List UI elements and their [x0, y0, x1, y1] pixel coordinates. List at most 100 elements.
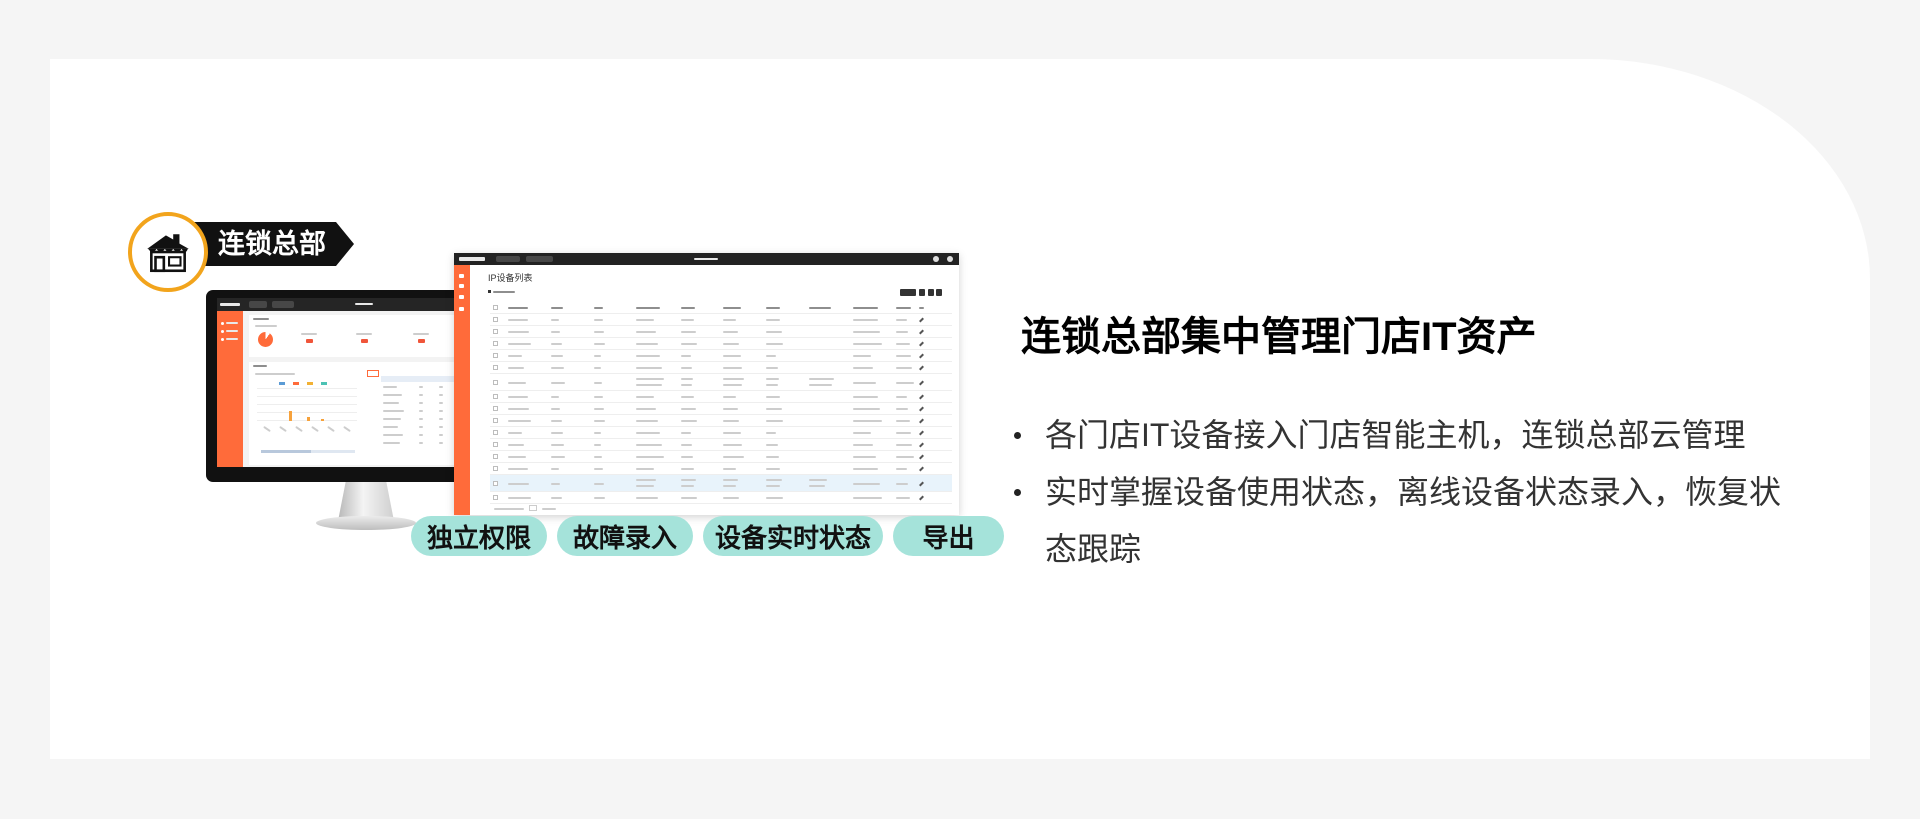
row-checkbox [493, 406, 498, 411]
cell-text [594, 396, 603, 398]
cell-text [551, 331, 560, 333]
cell-text [636, 331, 656, 333]
column-header [594, 307, 603, 309]
cell-text [551, 468, 559, 470]
filter-marker [488, 290, 491, 293]
column-header [809, 307, 831, 309]
edit-icon [919, 442, 924, 448]
cell-text [383, 442, 400, 444]
cell-text [853, 420, 882, 422]
cell-text [508, 408, 529, 410]
axis-label [279, 425, 287, 433]
cell-text [853, 319, 878, 321]
cell-text [594, 343, 605, 345]
edit-icon [919, 353, 924, 359]
cell-text [508, 343, 531, 345]
cell-text [594, 331, 604, 333]
cell-text [551, 367, 564, 369]
screenshot-content [243, 311, 462, 467]
toolbar-button [936, 289, 942, 296]
edit-icon [919, 466, 924, 472]
feature-tags: 独立权限 故障录入 设备实时状态 导出 [411, 516, 1004, 556]
table-header-row [381, 376, 457, 382]
row-checkbox [493, 394, 498, 399]
cell-text [853, 382, 876, 384]
row-checkbox [493, 329, 498, 334]
row-checkbox [493, 341, 498, 346]
user-icon [947, 256, 953, 262]
cell-text [508, 468, 528, 470]
cell-text [439, 386, 443, 388]
cell-text [439, 442, 443, 444]
screenshot-topbar [217, 298, 462, 311]
table-row [490, 492, 952, 504]
cell-text [766, 479, 782, 481]
cell-text [636, 432, 660, 434]
badge-label: 连锁总部 [218, 229, 326, 259]
cell-text [896, 497, 910, 499]
cell-text [809, 479, 827, 481]
cell-text [896, 343, 910, 345]
column-header [723, 307, 741, 309]
edit-icon [919, 329, 924, 335]
topbar-title [694, 258, 718, 260]
cell-text [551, 420, 562, 422]
toolbar-button [919, 289, 925, 296]
stat-label [356, 333, 372, 335]
cell-text [723, 497, 739, 499]
cell-text [594, 408, 604, 410]
row-checkbox [493, 317, 498, 322]
cell-text [766, 485, 780, 487]
cell-text [383, 394, 402, 396]
row-checkbox [493, 495, 498, 500]
row-checkbox [493, 442, 498, 447]
cell-text [723, 378, 744, 380]
screenshot-sidebar [454, 265, 470, 515]
axis-label [343, 425, 351, 433]
info-icon [933, 256, 939, 262]
cell-text [681, 343, 697, 345]
cell-text [853, 355, 871, 357]
cell-text [681, 408, 696, 410]
column-header [919, 307, 924, 309]
cell-text [383, 418, 401, 420]
cell-text [766, 331, 782, 333]
cell-text [594, 382, 602, 384]
cell-text [723, 408, 738, 410]
badge-banner: 连锁总部 [186, 222, 354, 266]
pagination-text [494, 508, 524, 510]
bullet-dot [1014, 432, 1021, 439]
chart-card [249, 362, 462, 465]
nav-label [226, 338, 238, 340]
cell-text [439, 394, 443, 396]
cell-text [681, 319, 694, 321]
stat-label [413, 333, 429, 335]
cell-text [896, 420, 910, 422]
table-row [490, 326, 952, 338]
cell-text [508, 331, 529, 333]
bullet-dot [1014, 489, 1021, 496]
cell-text [896, 331, 908, 333]
row-checkbox [493, 481, 498, 486]
cell-text [508, 367, 524, 369]
edit-icon [919, 430, 924, 436]
chart-bar [289, 411, 292, 421]
cell-text [551, 319, 559, 321]
toolbar-button [928, 289, 934, 296]
cell-text [723, 479, 738, 481]
row-checkbox [493, 365, 498, 370]
stat-value [418, 339, 425, 343]
cell-text [636, 497, 658, 499]
column-header [681, 307, 695, 309]
cell-text [853, 432, 871, 434]
cell-text [723, 319, 736, 321]
logo [459, 257, 485, 261]
store-icon [147, 234, 189, 273]
cell-text [594, 456, 602, 458]
cell-text [766, 456, 779, 458]
column-header [766, 307, 780, 309]
cell-text [594, 483, 604, 485]
table-row [490, 463, 952, 475]
cell-text [636, 378, 664, 380]
cell-text [723, 367, 742, 369]
